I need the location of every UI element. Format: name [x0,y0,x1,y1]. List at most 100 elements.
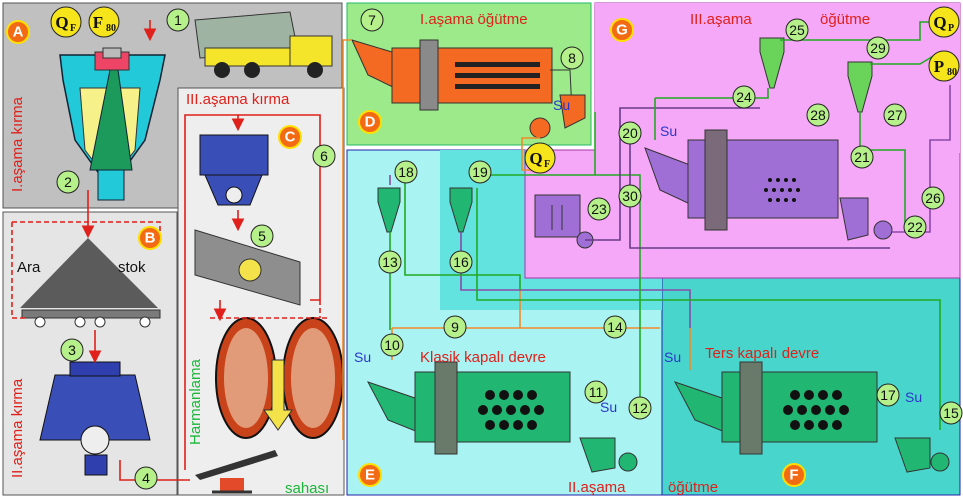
svg-text:4: 4 [142,470,150,486]
symbol-qf: Q F [51,7,81,37]
svg-text:27: 27 [887,107,903,123]
svg-text:Q: Q [529,149,542,168]
label-reverse-circuit: Ters kapalı devre [705,345,819,362]
svg-text:Q: Q [55,13,68,32]
svg-text:17: 17 [880,387,896,403]
label-stage3-crushing: III.aşama kırma [186,91,290,108]
svg-text:20: 20 [622,125,638,141]
svg-text:10: 10 [384,337,400,353]
symbol-qp: Q P [929,7,959,37]
svg-text:8: 8 [568,50,576,66]
svg-text:Su: Su [354,349,371,365]
badge-b: B [139,227,161,249]
svg-text:26: 26 [925,190,941,206]
svg-text:6: 6 [320,148,328,164]
node-5: 5 [251,225,273,247]
svg-text:5: 5 [258,228,266,244]
svg-text:28: 28 [810,107,826,123]
label-blending-area: sahası [285,480,329,497]
svg-text:P: P [948,23,954,34]
svg-text:Su: Su [905,389,922,405]
symbol-f80: F 80 [89,7,119,37]
svg-text:Su: Su [660,123,677,139]
svg-text:G: G [616,22,628,39]
svg-text:80: 80 [947,67,957,78]
svg-text:15: 15 [943,405,959,421]
label-stage1-crushing: I.aşama kırma [9,96,26,192]
node-3: 3 [61,339,83,361]
svg-text:21: 21 [854,149,870,165]
node-26: 26 [922,187,944,209]
label-stage2: II.aşama [568,479,626,496]
svg-text:29: 29 [870,40,886,56]
label-stock-left: Ara [17,259,41,276]
svg-text:22: 22 [907,219,923,235]
badge-g: G [611,19,633,41]
svg-text:12: 12 [632,400,648,416]
node-6: 6 [313,145,335,167]
label-stage3-grinding-right: öğütme [820,11,870,28]
node-21: 21 [851,146,873,168]
node-25: 25 [786,19,808,41]
node-30: 30 [619,185,641,207]
label-stage3-grinding-left: III.aşama [690,11,752,28]
badge-c: C [279,126,301,148]
svg-text:11: 11 [589,384,604,400]
svg-text:Su: Su [600,399,617,415]
label-grinding: öğütme [668,479,718,496]
node-22: 22 [904,216,926,238]
node-8: 8 [561,47,583,69]
node-28: 28 [807,104,829,126]
svg-text:P: P [934,57,944,76]
node-10: 10 [381,334,403,356]
svg-text:13: 13 [382,254,398,270]
node-15: 15 [940,402,962,424]
svg-text:D: D [365,114,376,131]
label-classic-circuit: Klasik kapalı devre [420,349,546,366]
node-24: 24 [733,86,755,108]
node-1: 1 [167,9,189,31]
svg-text:B: B [145,230,156,247]
svg-text:2: 2 [64,174,72,190]
svg-text:1: 1 [174,12,182,28]
node-20: 20 [619,122,641,144]
svg-text:24: 24 [736,89,752,105]
svg-text:F: F [93,13,103,32]
svg-text:E: E [365,467,375,484]
badge-e: E [359,464,381,486]
node-14: 14 [604,316,626,338]
svg-text:18: 18 [398,164,414,180]
node-18: 18 [395,161,417,183]
badge-d: D [359,111,381,133]
panel-g-top [595,3,960,153]
symbol-p80: P 80 [929,51,959,81]
node-27: 27 [884,104,906,126]
svg-text:14: 14 [607,319,623,335]
node-4: 4 [135,467,157,489]
node-12: 12 [629,397,651,419]
node-19: 19 [469,161,491,183]
node-16: 16 [450,251,472,273]
svg-text:23: 23 [591,201,607,217]
svg-text:25: 25 [789,22,805,38]
svg-text:16: 16 [453,254,469,270]
svg-text:7: 7 [368,12,376,28]
node-13: 13 [379,251,401,273]
svg-text:Su: Su [553,97,570,113]
svg-text:30: 30 [622,188,638,204]
svg-text:A: A [13,24,24,41]
svg-text:C: C [285,129,296,146]
svg-text:3: 3 [68,342,76,358]
label-stage1-grinding: I.aşama öğütme [420,11,528,28]
label-blending: Harmanlama [187,358,204,445]
svg-text:F: F [789,467,798,484]
svg-text:80: 80 [106,23,116,34]
node-17: 17 [877,384,899,406]
node-23: 23 [588,198,610,220]
label-stage2-crushing: II.aşama kırma [9,378,26,478]
svg-text:F: F [70,23,76,34]
label-stock-right: stok [118,259,146,276]
node-29: 29 [867,37,889,59]
